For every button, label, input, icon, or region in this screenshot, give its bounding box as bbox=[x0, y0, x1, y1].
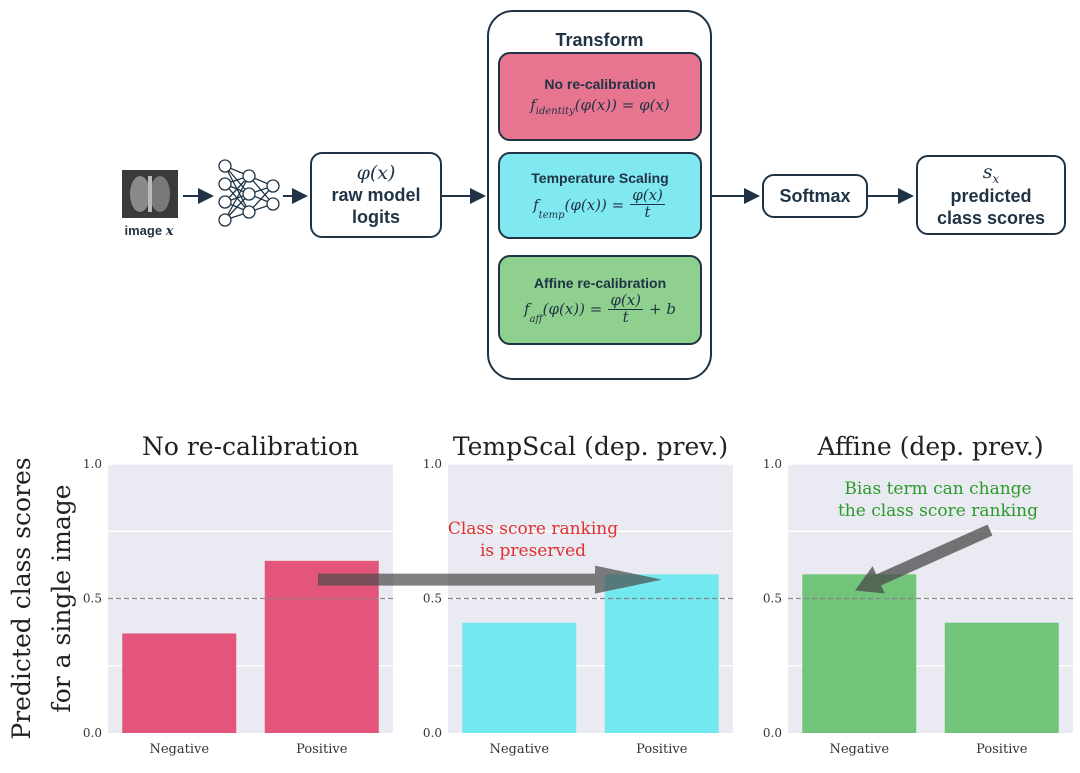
scores-symbol: sx bbox=[983, 161, 1000, 186]
y-tick-label: 1.0 bbox=[423, 457, 442, 471]
affine-recalibration-title: Affine re-calibration bbox=[533, 274, 667, 291]
xray-image-thumbnail bbox=[122, 170, 178, 218]
formula-f: f bbox=[524, 300, 530, 318]
formula-rest: (φ(x)) = φ(x) bbox=[574, 96, 670, 114]
logits-line2: logits bbox=[352, 207, 400, 227]
x-tick-label: Negative bbox=[829, 742, 889, 757]
formula-fraction: φ(x)t bbox=[630, 186, 665, 221]
y-tick-label: 1.0 bbox=[763, 457, 782, 471]
formula-fraction: φ(x)t bbox=[608, 290, 644, 326]
transform-title: Transform bbox=[555, 30, 644, 50]
scores-sub: x bbox=[992, 171, 1000, 186]
y-tick-label: 0.5 bbox=[83, 592, 102, 606]
softmax-box: Softmax bbox=[762, 174, 868, 218]
formula-f: f bbox=[530, 96, 536, 114]
y-tick-label: 0.0 bbox=[83, 726, 102, 740]
bar-charts-area: Predicted class scores for a single image… bbox=[0, 400, 1080, 768]
ranking-preserved-arrow bbox=[318, 565, 662, 594]
y-axis-label-line2: for a single image bbox=[47, 484, 76, 712]
softmax-label: Softmax bbox=[779, 185, 851, 206]
no-recalibration-formula: fidentity(φ(x)) = φ(x) bbox=[530, 96, 670, 117]
formula-sub: aff bbox=[529, 314, 543, 326]
scores-s: s bbox=[982, 160, 993, 183]
bar-charts-svg: Predicted class scores for a single image… bbox=[7, 432, 1073, 757]
formula-mid: (φ(x)) = bbox=[542, 300, 603, 318]
formula-tail: + b bbox=[649, 300, 676, 318]
formula-sub: identity bbox=[535, 106, 575, 117]
bar-negative bbox=[802, 574, 917, 733]
no-recalibration-box: No re-calibration fidentity(φ(x)) = φ(x) bbox=[498, 52, 702, 141]
fraction-den: t bbox=[644, 203, 651, 221]
x-tick-label: Positive bbox=[636, 742, 688, 757]
logits-line1: raw model bbox=[331, 185, 421, 205]
y-tick-label: 0.5 bbox=[423, 592, 442, 606]
bar-positive bbox=[944, 622, 1059, 733]
scores-line1: predicted bbox=[950, 186, 1032, 207]
x-tick-label: Negative bbox=[149, 742, 209, 757]
image-label-text: image bbox=[124, 223, 163, 238]
pipeline-diagram: image x φ(x) raw model logits Transform … bbox=[104, 10, 1066, 380]
chart-title: TempScal (dep. prev.) bbox=[453, 432, 728, 461]
chart-title: Affine (dep. prev.) bbox=[816, 432, 1043, 461]
formula-f: f bbox=[533, 195, 539, 214]
predicted-scores-box: sx predicted class scores bbox=[916, 155, 1066, 235]
scores-line2: class scores bbox=[936, 208, 1046, 229]
annotation-text: the class score ranking bbox=[838, 501, 1038, 521]
y-axis-label-line1: Predicted class scores bbox=[7, 457, 36, 739]
neural-network-icon bbox=[218, 159, 280, 227]
diagram-connectors bbox=[122, 159, 914, 227]
fraction-num: φ(x) bbox=[608, 290, 644, 310]
x-tick-label: Negative bbox=[489, 742, 549, 757]
y-tick-label: 0.0 bbox=[423, 726, 442, 740]
no-recalibration-title: No re-calibration bbox=[544, 76, 656, 92]
logits-box: φ(x) raw model logits bbox=[310, 152, 442, 238]
image-label: image x bbox=[104, 223, 194, 239]
formula-sub: temp bbox=[538, 209, 565, 221]
annotation-text: Class score ranking bbox=[448, 519, 618, 539]
bar-negative bbox=[122, 633, 237, 733]
x-tick-label: Positive bbox=[296, 742, 348, 757]
bar-positive bbox=[604, 574, 719, 733]
bias-term-arrow bbox=[855, 524, 993, 594]
y-tick-label: 0.5 bbox=[763, 592, 782, 606]
fraction-num: φ(x) bbox=[630, 186, 665, 205]
annotation-text: is preserved bbox=[480, 541, 586, 561]
fraction-den: t bbox=[622, 307, 629, 326]
bar-negative bbox=[462, 622, 577, 733]
bar-positive bbox=[264, 560, 379, 733]
formula-mid: (φ(x)) = bbox=[564, 195, 625, 214]
image-var: x bbox=[165, 224, 174, 239]
temperature-scaling-title: Temperature Scaling bbox=[531, 170, 669, 187]
x-tick-label: Positive bbox=[976, 742, 1028, 757]
y-tick-label: 0.0 bbox=[763, 726, 782, 740]
logits-symbol: φ(x) bbox=[356, 162, 396, 184]
y-tick-label: 1.0 bbox=[83, 457, 102, 471]
chart-title: No re-calibration bbox=[142, 432, 359, 461]
annotation-text: Bias term can change bbox=[844, 479, 1031, 499]
